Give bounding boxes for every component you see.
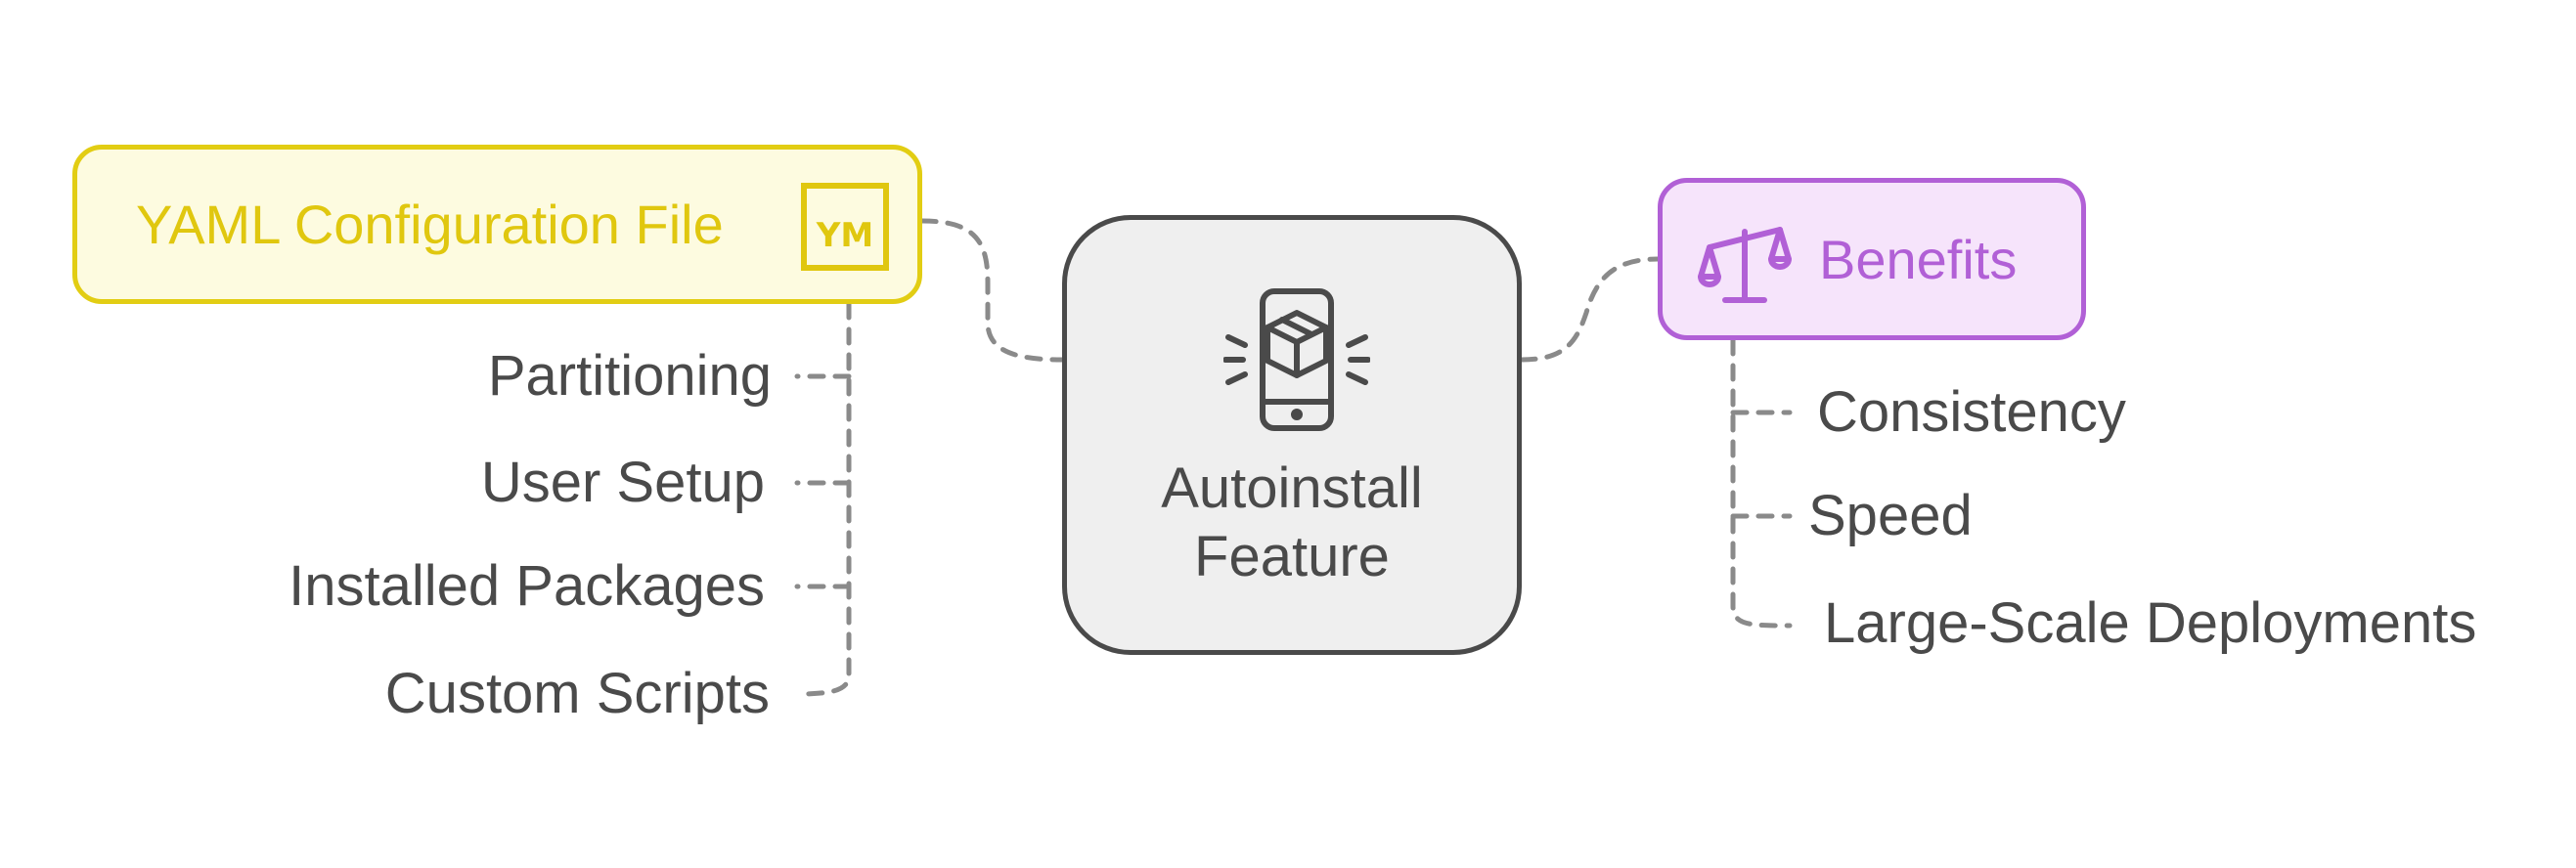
leaf-consistency: Consistency	[1817, 380, 2126, 444]
benefits-node[interactable]: Benefits	[1658, 178, 2086, 340]
leaf-large-scale-deployments: Large-Scale Deployments	[1824, 591, 2477, 655]
leaf-user-setup: User Setup	[480, 451, 765, 514]
connector-benefits-trunk	[1730, 337, 1793, 629]
connector-center-benefits	[1519, 256, 1661, 363]
leaf-installed-packages: Installed Packages	[289, 554, 765, 618]
connector-yaml-center	[919, 218, 1065, 363]
benefits-title: Benefits	[1819, 228, 2018, 290]
connector-yaml-trunk	[794, 301, 852, 697]
balance-scale-icon	[1698, 220, 1792, 313]
autoinstall-feature-title: Autoinstall Feature	[1067, 455, 1517, 591]
yaml-config-node[interactable]: YAML Configuration File YM	[72, 145, 922, 304]
leaf-partitioning: Partitioning	[487, 344, 772, 408]
leaf-speed: Speed	[1808, 484, 1973, 547]
center-title-line1: Autoinstall	[1161, 456, 1423, 520]
leaf-custom-scripts: Custom Scripts	[384, 662, 770, 725]
svg-text:YM: YM	[816, 216, 873, 255]
autoinstall-feature-node[interactable]: Autoinstall Feature	[1062, 215, 1522, 655]
center-title-line2: Feature	[1194, 525, 1390, 588]
yaml-config-title: YAML Configuration File	[136, 194, 724, 255]
mobile-package-icon	[1222, 286, 1371, 438]
yaml-file-icon: YM	[801, 183, 889, 276]
